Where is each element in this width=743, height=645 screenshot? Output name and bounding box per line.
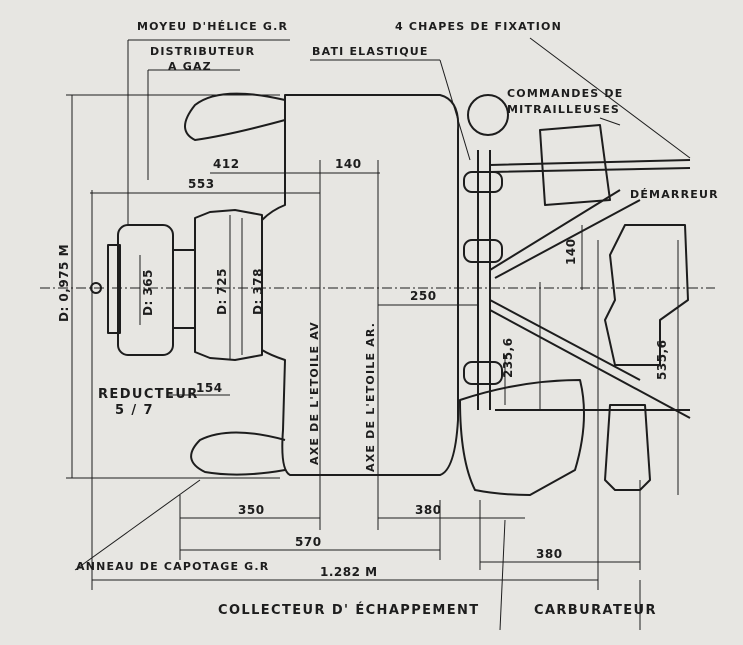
mount-clevis-1	[463, 171, 503, 193]
label-axe-ar: AXE DE L'ETOILE AR.	[364, 322, 377, 472]
label-chapes: 4 CHAPES DE FIXATION	[395, 20, 562, 33]
dim-535-6: 535,6	[655, 340, 669, 380]
dim-380-b: 380	[536, 547, 563, 561]
dim-570: 570	[295, 535, 322, 549]
label-carburateur: CARBURATEUR	[534, 603, 657, 618]
engine-block	[261, 94, 460, 476]
dim-250: 250	[410, 289, 437, 303]
label-anneau: ANNEAU DE CAPOTAGE G.R	[76, 560, 269, 573]
label-commandes-1: COMMANDES DE	[507, 87, 623, 100]
label-moyeu: MOYEU D'HÉLICE G.R	[137, 20, 288, 33]
label-reducteur-1: REDUCTEUR	[98, 387, 199, 402]
label-reducteur-2: 5 / 7	[115, 403, 154, 418]
dim-d0975: D: 0,975 M	[57, 244, 71, 322]
dim-553: 553	[188, 177, 215, 191]
dim-d378: D: 378	[251, 268, 265, 315]
gun-control-box	[539, 124, 611, 206]
dim-d365: D: 365	[141, 269, 155, 316]
label-axe-av: AXE DE L'ETOILE AV	[308, 321, 321, 465]
gas-distributor	[467, 94, 509, 136]
dim-140-top: 140	[335, 157, 362, 171]
dim-d725: D: 725	[215, 268, 229, 315]
mount-clevis-3	[463, 361, 503, 385]
label-distributeur-2: A GAZ	[168, 60, 212, 73]
cowling-lower	[190, 431, 286, 476]
dim-154: 154	[196, 381, 223, 395]
reducer-neck	[172, 249, 196, 329]
hub-nose	[90, 282, 102, 294]
dimension-lines	[66, 37, 691, 631]
starter-unit	[604, 224, 689, 366]
label-commandes-2: MITRAILLEUSES	[507, 103, 620, 116]
label-distributeur-1: DISTRIBUTEUR	[150, 45, 255, 58]
dim-235-6: 235,6	[501, 338, 515, 378]
mount-clevis-2	[463, 239, 503, 263]
dim-1282: 1.282 M	[320, 565, 378, 579]
propeller-hub	[107, 244, 121, 334]
label-bati: BATI ELASTIQUE	[312, 45, 429, 58]
label-collecteur: COLLECTEUR D' ÉCHAPPEMENT	[218, 602, 480, 618]
dim-140-side: 140	[564, 238, 578, 265]
carburetor-unit	[604, 404, 651, 491]
dim-380-a: 380	[415, 503, 442, 517]
exhaust-collector	[459, 379, 585, 496]
frame-struts	[489, 159, 691, 419]
dim-412: 412	[213, 157, 240, 171]
label-demarreur: DÉMARREUR	[630, 188, 719, 201]
front-flange	[194, 209, 263, 361]
cowling-upper	[184, 92, 286, 141]
dim-350: 350	[238, 503, 265, 517]
